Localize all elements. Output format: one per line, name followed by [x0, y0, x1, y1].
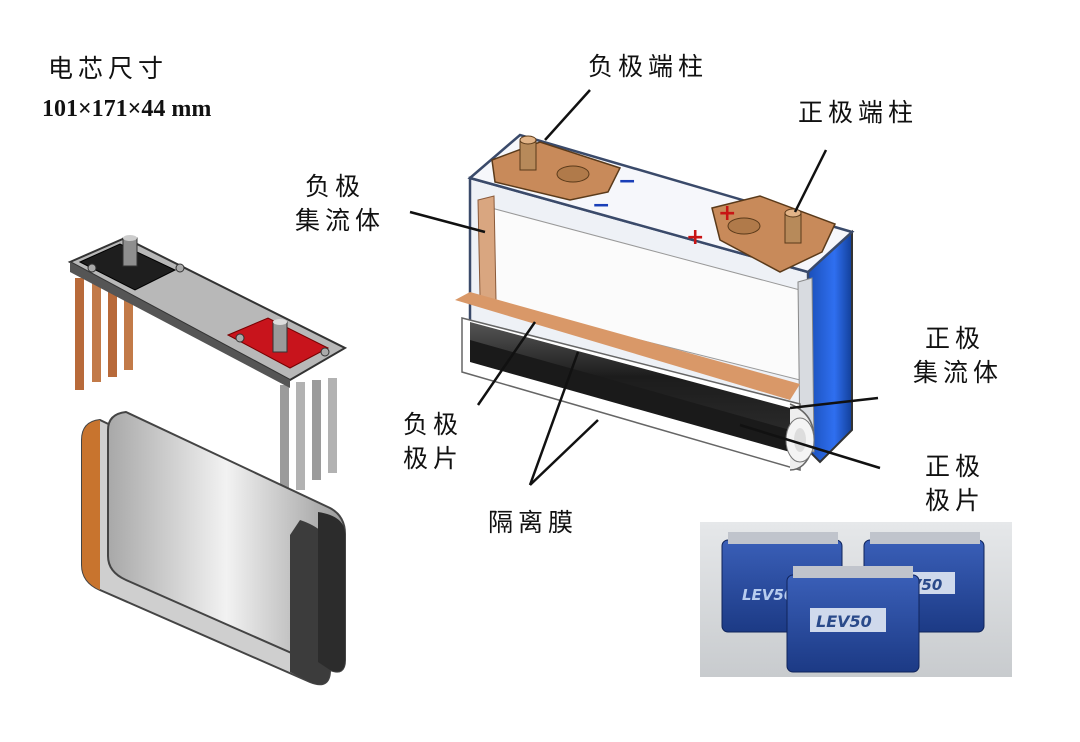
- pos-sheet-label-2: 极片: [924, 486, 985, 515]
- leader-neg-collector: [409, 210, 486, 234]
- separator-label: 隔离膜: [488, 508, 579, 537]
- leader-neg-terminal: [544, 89, 591, 141]
- positive-collector-strips: [280, 378, 337, 500]
- jelly-roll: [455, 292, 815, 471]
- product-label: LEV50: [742, 586, 794, 604]
- leader-lines: [409, 89, 881, 486]
- plus-sign: +: [686, 225, 704, 250]
- electrode-stack: [81, 410, 346, 686]
- leader-neg-sheet: [476, 321, 537, 406]
- negative-terminal-block: [78, 243, 177, 291]
- pos-collector-label-2: 集流体: [912, 358, 1003, 387]
- title-label: 电芯尺寸: [48, 54, 169, 83]
- neg-sheet-label-1: 负极: [402, 410, 463, 439]
- minus-sign: −: [592, 193, 610, 218]
- dimensions-label: 101×171×44 mm: [42, 96, 212, 122]
- pos-sheet-label-1: 正极: [924, 452, 985, 481]
- neg-sheet-label-2: 极片: [402, 444, 463, 473]
- neg-collector-label-2: 集流体: [294, 206, 385, 235]
- leader-pos-sheet: [739, 423, 881, 470]
- pos-terminal-label: 正极端柱: [798, 98, 919, 127]
- minus-sign: −: [618, 169, 636, 194]
- plus-sign: +: [718, 201, 736, 226]
- leader-pos-terminal: [793, 149, 828, 213]
- positive-lid-plate: [711, 195, 837, 273]
- neg-terminal-label: 负极端柱: [588, 52, 709, 81]
- pos-collector-label-1: 正极: [924, 324, 985, 353]
- leader-pos-collector: [789, 396, 879, 410]
- product-photo: LEV50 LEV50 LEV50: [700, 522, 1012, 677]
- leader-separator-b: [529, 419, 599, 486]
- leader-separator-a: [528, 351, 580, 486]
- neg-collector-label-1: 负极: [304, 172, 365, 201]
- negative-collector-strips: [75, 278, 133, 390]
- product-label: LEV50: [816, 612, 872, 631]
- cutaway-cell-illustration: − − + +: [455, 133, 855, 471]
- exploded-cell-illustration: [67, 235, 348, 686]
